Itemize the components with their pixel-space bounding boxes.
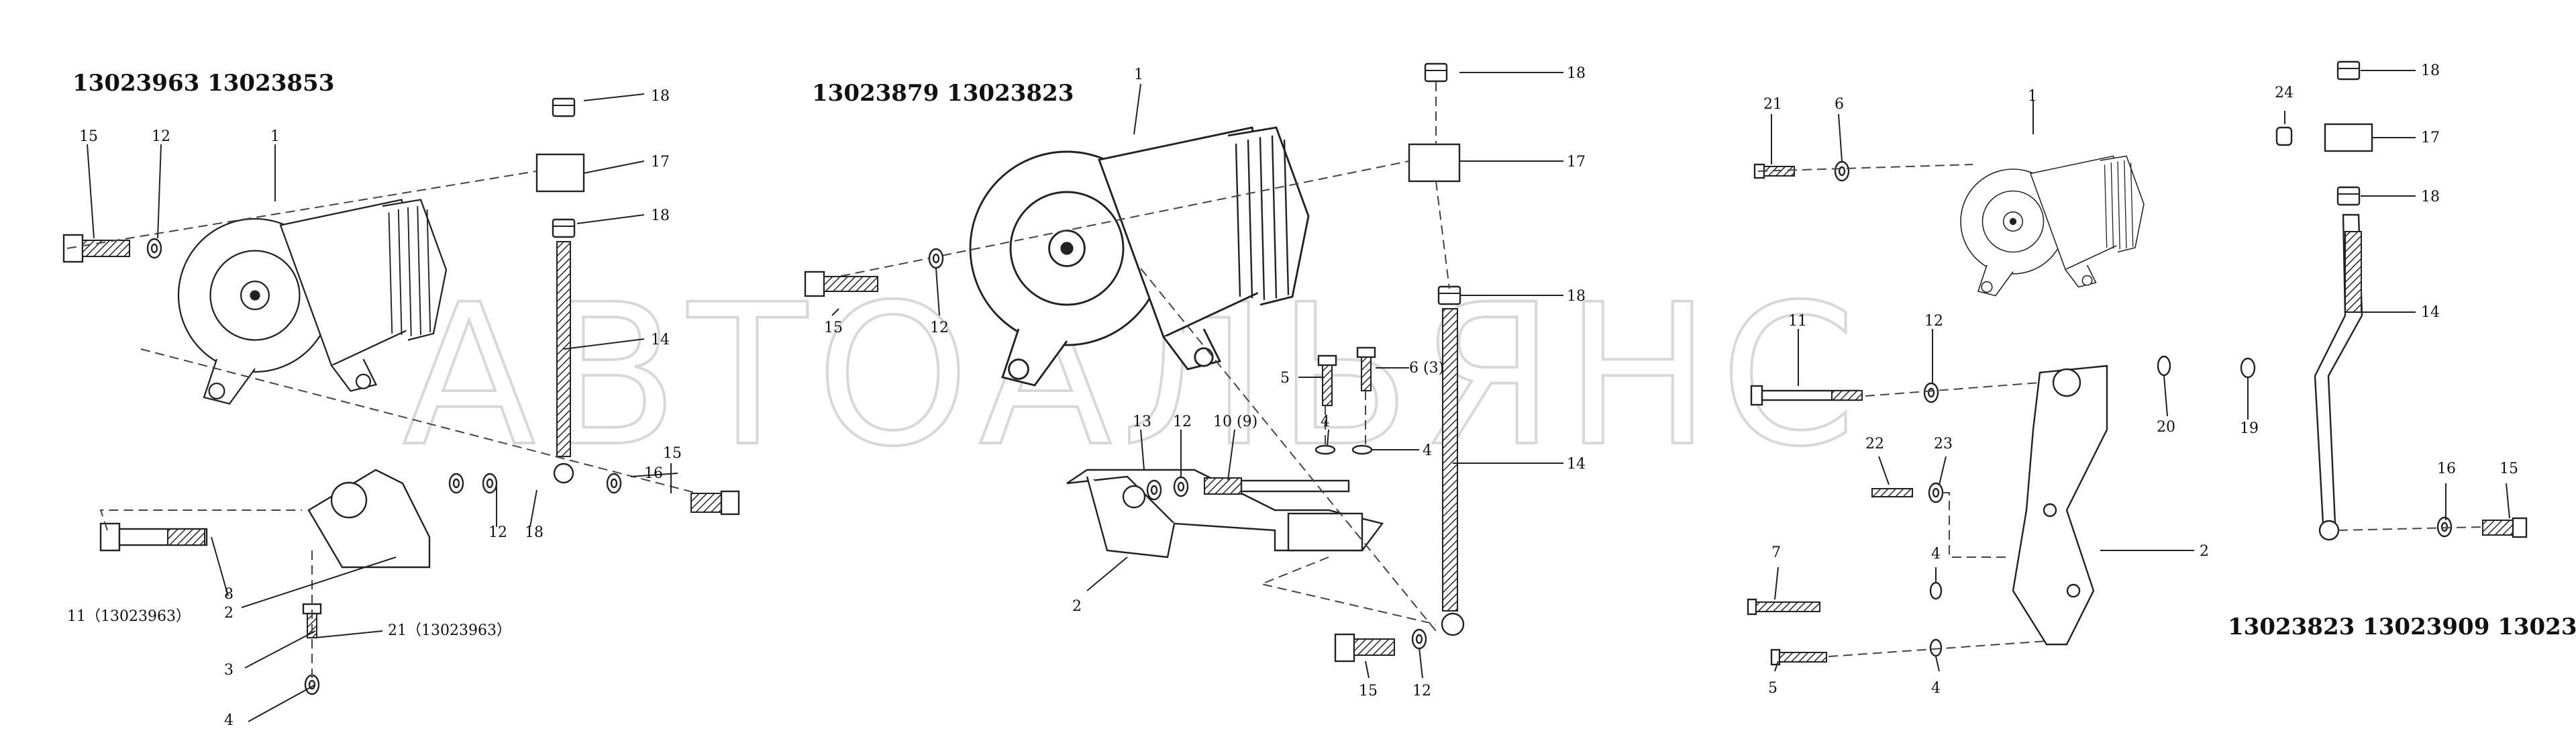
callout-5: 5 bbox=[1280, 370, 1290, 387]
bolt-drawing bbox=[62, 234, 130, 263]
callout-18b: 18 bbox=[2421, 189, 2440, 205]
callout-16: 16 bbox=[644, 465, 663, 482]
callout-5: 5 bbox=[1768, 680, 1778, 697]
callout-7: 7 bbox=[1771, 544, 1781, 561]
callout-11: 11（13023963） bbox=[67, 608, 191, 625]
callout-6: 6 (3) bbox=[1409, 360, 1444, 377]
callout-18: 18 bbox=[651, 88, 670, 105]
callout-3: 3 bbox=[224, 662, 234, 679]
callout-12c: 12 bbox=[1412, 683, 1431, 699]
callout-14: 14 bbox=[651, 332, 670, 348]
panel-1-title: 13023963 13023853 bbox=[72, 70, 334, 97]
callout-17: 17 bbox=[651, 154, 670, 171]
callout-8: 8 bbox=[224, 586, 234, 603]
callout-18c: 18 bbox=[525, 524, 544, 541]
callout-15b: 15 bbox=[1359, 683, 1378, 699]
panel-1: 13023963 13023853 15 12 bbox=[62, 70, 740, 729]
callout-18b: 18 bbox=[651, 207, 670, 224]
callout-14: 14 bbox=[2421, 304, 2440, 321]
callout-4: 4 bbox=[1931, 546, 1941, 563]
callout-6: 6 bbox=[1835, 96, 1844, 113]
callout-10: 10 (9) bbox=[1213, 414, 1257, 430]
callout-19: 19 bbox=[2240, 420, 2259, 437]
callout-17: 17 bbox=[1567, 154, 1586, 171]
panel-4: 24 18 17 18 14 19 16 15 13023823 1302390… bbox=[2228, 60, 2576, 640]
callout-24: 24 bbox=[2275, 85, 2294, 101]
callout-12: 12 bbox=[930, 320, 949, 336]
callout-20: 20 bbox=[2157, 419, 2175, 436]
callout-4: 4 bbox=[1321, 414, 1330, 430]
callout-4: 4 bbox=[224, 712, 234, 729]
callout-17: 17 bbox=[2421, 130, 2440, 146]
callout-2: 2 bbox=[1072, 598, 1082, 615]
callout-15: 15 bbox=[79, 128, 98, 145]
callout-12b: 12 bbox=[488, 524, 507, 541]
callout-12: 12 bbox=[152, 128, 170, 145]
callout-11: 11 bbox=[1788, 313, 1807, 330]
panel-4-title: 13023823 13023909 13023910 bbox=[2228, 614, 2576, 640]
callout-14: 14 bbox=[1567, 456, 1586, 473]
callout-4b: 4 bbox=[1931, 680, 1941, 697]
callout-22: 22 bbox=[1865, 436, 1884, 452]
mount-plate-drawing bbox=[2012, 364, 2108, 646]
alternator-drawing-3 bbox=[1960, 155, 2145, 297]
callout-13: 13 bbox=[1133, 414, 1151, 430]
callout-18: 18 bbox=[2421, 62, 2440, 79]
callout-15: 15 bbox=[824, 320, 843, 336]
callout-1: 1 bbox=[270, 128, 280, 145]
callout-21: 21 bbox=[1763, 96, 1782, 113]
callout-16: 16 bbox=[2437, 460, 2456, 477]
callout-15: 15 bbox=[2500, 460, 2518, 477]
callout-2: 2 bbox=[2200, 543, 2209, 560]
callout-18b: 18 bbox=[1567, 288, 1586, 305]
panel-2-title: 13023879 13023823 bbox=[812, 80, 1074, 107]
callout-12: 12 bbox=[1924, 313, 1943, 330]
callout-18: 18 bbox=[1567, 65, 1586, 82]
callout-4b: 4 bbox=[1423, 442, 1432, 459]
callout-21: 21（13023963） bbox=[388, 622, 511, 639]
panel-3: 21 6 1 11 12 20 22 23 7 4 5 4 2 bbox=[1747, 88, 2209, 697]
panel-2: 13023879 13023823 1 bbox=[804, 62, 1586, 699]
callout-23: 23 bbox=[1934, 436, 1953, 452]
callout-12b: 12 bbox=[1173, 414, 1192, 430]
callout-1: 1 bbox=[1134, 66, 1143, 83]
callout-1: 1 bbox=[2028, 88, 2037, 105]
bracket-block-drawing bbox=[535, 153, 585, 193]
callout-2: 2 bbox=[224, 605, 234, 622]
callout-15b: 15 bbox=[663, 445, 682, 462]
